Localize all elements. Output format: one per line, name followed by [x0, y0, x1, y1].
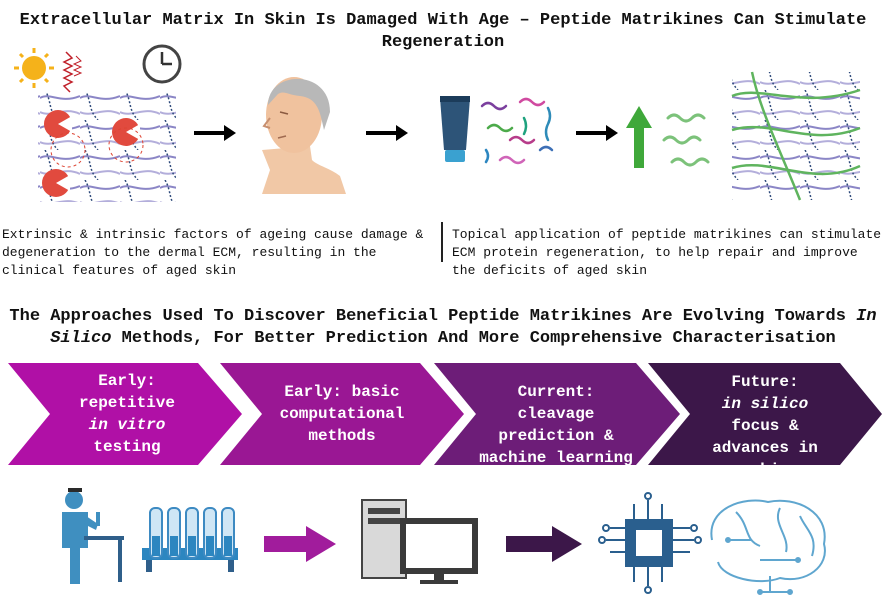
arrow-right-icon	[576, 125, 618, 141]
divider	[441, 222, 443, 262]
stage-label-3: Current: cleavage prediction & machine l…	[479, 383, 633, 465]
damaged-ecm-icon	[38, 92, 176, 202]
stage-chevron-1	[8, 363, 242, 465]
arrow-right-icon	[264, 526, 336, 562]
peptides-icon	[480, 97, 554, 165]
regenerated-ecm-icon	[731, 71, 861, 201]
top-title: Extracellular Matrix In Skin Is Damaged …	[19, 11, 867, 52]
stage-chevron-2	[220, 363, 464, 465]
stage-label-4: Future: in silico focus & advances in ma…	[712, 373, 818, 465]
scientist-icon	[62, 488, 124, 584]
cream-tube-icon	[440, 96, 470, 162]
green-peptides-icon	[662, 113, 710, 167]
stage-chevrons	[8, 363, 882, 465]
computer-icon	[361, 499, 478, 584]
caption-right: Topical application of peptide matrikine…	[452, 227, 882, 278]
radiation-icon	[62, 51, 83, 93]
stage-label-2: Early: basic computational methods	[279, 383, 405, 445]
test-tubes-icon	[142, 507, 238, 572]
stage-chevron-4	[648, 363, 882, 465]
arrow-right-icon	[194, 125, 236, 141]
ai-brain-icon	[710, 499, 826, 595]
sun-icon	[14, 48, 54, 88]
clock-icon	[142, 44, 182, 84]
aged-person-icon	[262, 77, 346, 194]
circuit-icon	[598, 492, 702, 594]
caption-left: Extrinsic & intrinsic factors of ageing …	[2, 227, 424, 278]
arrow-right-icon	[506, 526, 582, 562]
stage-chevron-3	[434, 363, 680, 465]
stage-label-1: Early: repetitive in vitro testing	[78, 372, 175, 456]
up-arrow-icon	[626, 106, 652, 168]
mid-title: The Approaches Used To Discover Benefici…	[9, 307, 877, 348]
arrow-right-icon	[366, 125, 408, 141]
